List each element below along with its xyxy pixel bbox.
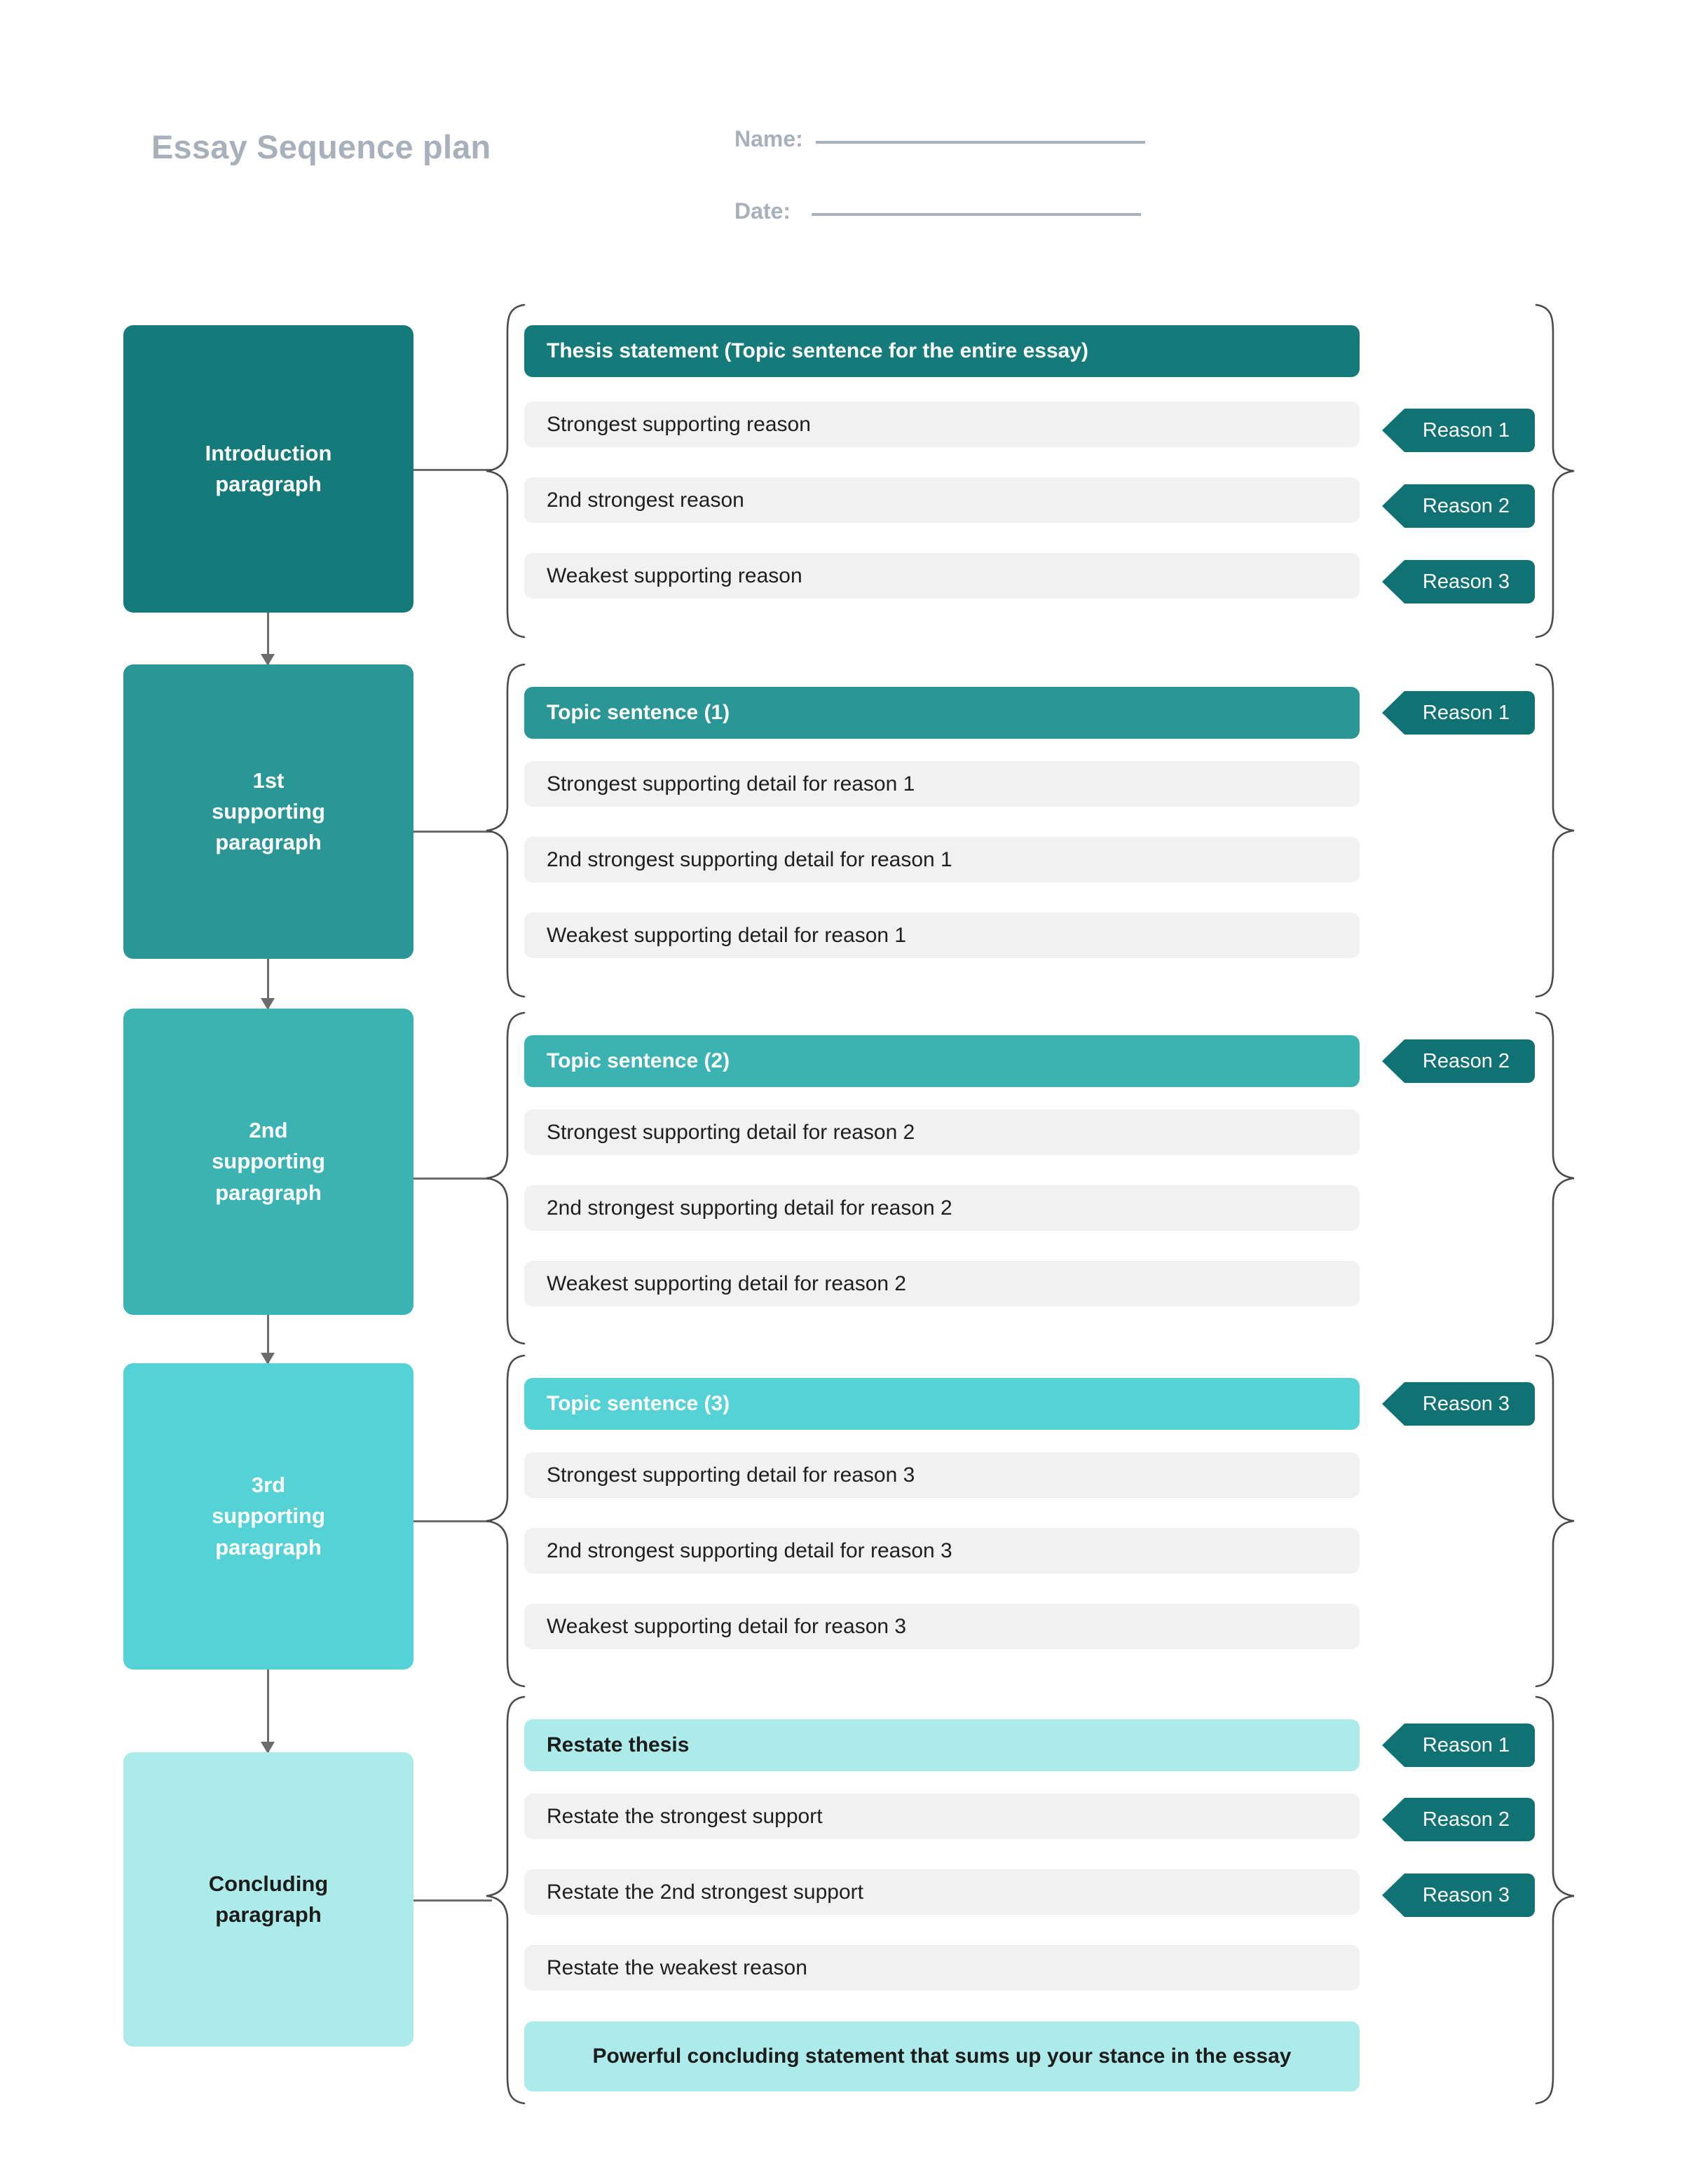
reason-badge[interactable]: Reason 1 [1382, 409, 1535, 452]
left-brace-1 [484, 303, 526, 639]
section-header-row-topic-3[interactable]: Topic sentence (3) [524, 1378, 1360, 1430]
stage-connector-arrow-2 [261, 959, 275, 1010]
date-label: Date: [734, 198, 791, 224]
detail-row[interactable]: Weakest supporting detail for reason 1 [524, 913, 1360, 958]
row-text: 2nd strongest reason [547, 488, 744, 512]
badge-text: Reason 1 [1422, 418, 1510, 442]
right-brace-3 [1535, 1011, 1577, 1346]
section-header-row-restate-thesis[interactable]: Restate thesis [524, 1719, 1360, 1771]
row-text: Strongest supporting detail for reason 1 [547, 772, 915, 796]
row-text: 2nd strongest supporting detail for reas… [547, 1196, 952, 1220]
row-text: Restate the 2nd strongest support [547, 1880, 863, 1904]
page-title: Essay Sequence plan [151, 128, 491, 165]
detail-row[interactable]: Strongest supporting detail for reason 1 [524, 761, 1360, 807]
detail-row[interactable]: Strongest supporting detail for reason 2 [524, 1110, 1360, 1155]
reason-badge[interactable]: Reason 1 [1382, 1724, 1535, 1767]
row-text: Powerful concluding statement that sums … [592, 2044, 1292, 2068]
detail-row[interactable]: Restate the strongest support [524, 1794, 1360, 1839]
concluding-statement-row[interactable]: Powerful concluding statement that sums … [524, 2021, 1360, 2091]
badge-text: Reason 2 [1422, 494, 1510, 517]
row-text: Strongest supporting detail for reason 3 [547, 1463, 915, 1487]
right-brace-4 [1535, 1353, 1577, 1688]
stage-connector-arrow-1 [261, 613, 275, 666]
right-brace-1 [1535, 303, 1577, 639]
name-field-group: Name: [734, 126, 1145, 152]
row-text: 2nd strongest supporting detail for reas… [547, 1538, 952, 1562]
row-text: Topic sentence (1) [547, 701, 730, 724]
reason-badge[interactable]: Reason 3 [1382, 1874, 1535, 1917]
badge-text: Reason 2 [1422, 1049, 1510, 1072]
left-brace-4 [484, 1353, 526, 1688]
detail-row[interactable]: 2nd strongest supporting detail for reas… [524, 1185, 1360, 1231]
badge-text: Reason 2 [1422, 1808, 1510, 1831]
detail-row[interactable]: Weakest supporting detail for reason 3 [524, 1604, 1360, 1649]
row-text: Topic sentence (3) [547, 1392, 730, 1415]
stub-connector-2 [413, 831, 492, 833]
date-input-line[interactable] [812, 213, 1142, 216]
detail-row[interactable]: Strongest supporting reason [524, 402, 1360, 447]
stub-connector-3 [413, 1178, 492, 1180]
name-label: Name: [734, 126, 803, 151]
section-header-row-topic-1[interactable]: Topic sentence (1) [524, 687, 1360, 739]
badge-text: Reason 3 [1422, 1392, 1510, 1415]
row-text: 2nd strongest supporting detail for reas… [547, 847, 952, 871]
row-text: Strongest supporting reason [547, 412, 811, 436]
section-header-row-thesis[interactable]: Thesis statement (Topic sentence for the… [524, 325, 1360, 377]
right-brace-2 [1535, 662, 1577, 999]
reason-badge[interactable]: Reason 1 [1382, 691, 1535, 735]
section-header-row-topic-2[interactable]: Topic sentence (2) [524, 1035, 1360, 1087]
detail-row[interactable]: Weakest supporting detail for reason 2 [524, 1261, 1360, 1306]
badge-text: Reason 1 [1422, 1733, 1510, 1756]
reason-badge[interactable]: Reason 2 [1382, 1798, 1535, 1841]
left-brace-2 [484, 662, 526, 999]
reason-badge[interactable]: Reason 2 [1382, 484, 1535, 528]
row-text: Weakest supporting detail for reason 3 [547, 1614, 907, 1638]
detail-row[interactable]: 2nd strongest supporting detail for reas… [524, 1528, 1360, 1574]
row-text: Restate the strongest support [547, 1804, 823, 1828]
stage-connector-arrow-3 [261, 1315, 275, 1365]
stub-connector-4 [413, 1520, 492, 1522]
detail-row[interactable]: Weakest supporting reason [524, 553, 1360, 599]
detail-row[interactable]: Restate the weakest reason [524, 1945, 1360, 1991]
detail-row[interactable]: 2nd strongest supporting detail for reas… [524, 837, 1360, 882]
name-input-line[interactable] [815, 141, 1145, 144]
left-brace-3 [484, 1011, 526, 1346]
row-text: Topic sentence (2) [547, 1049, 730, 1072]
row-text: Restate the weakest reason [547, 1956, 807, 1979]
left-brace-5 [484, 1695, 526, 2105]
stub-connector-1 [413, 469, 492, 471]
detail-row[interactable]: Strongest supporting detail for reason 3 [524, 1452, 1360, 1498]
stage-connector-arrow-4 [261, 1670, 275, 1754]
right-brace-5 [1535, 1695, 1577, 2105]
row-text: Thesis statement (Topic sentence for the… [547, 339, 1089, 362]
detail-row[interactable]: 2nd strongest reason [524, 477, 1360, 523]
reason-badge[interactable]: Reason 3 [1382, 560, 1535, 603]
row-text: Weakest supporting reason [547, 564, 802, 587]
row-text: Strongest supporting detail for reason 2 [547, 1120, 915, 1144]
badge-text: Reason 3 [1422, 1883, 1510, 1906]
badge-text: Reason 3 [1422, 570, 1510, 593]
row-text: Weakest supporting detail for reason 1 [547, 923, 907, 947]
reason-badge[interactable]: Reason 2 [1382, 1039, 1535, 1083]
row-text: Restate thesis [547, 1733, 690, 1756]
reason-badge[interactable]: Reason 3 [1382, 1382, 1535, 1426]
detail-row[interactable]: Restate the 2nd strongest support [524, 1869, 1360, 1915]
row-text: Weakest supporting detail for reason 2 [547, 1271, 907, 1295]
date-field-group: Date: [734, 198, 1142, 224]
stub-connector-5 [413, 1899, 492, 1902]
badge-text: Reason 1 [1422, 701, 1510, 724]
